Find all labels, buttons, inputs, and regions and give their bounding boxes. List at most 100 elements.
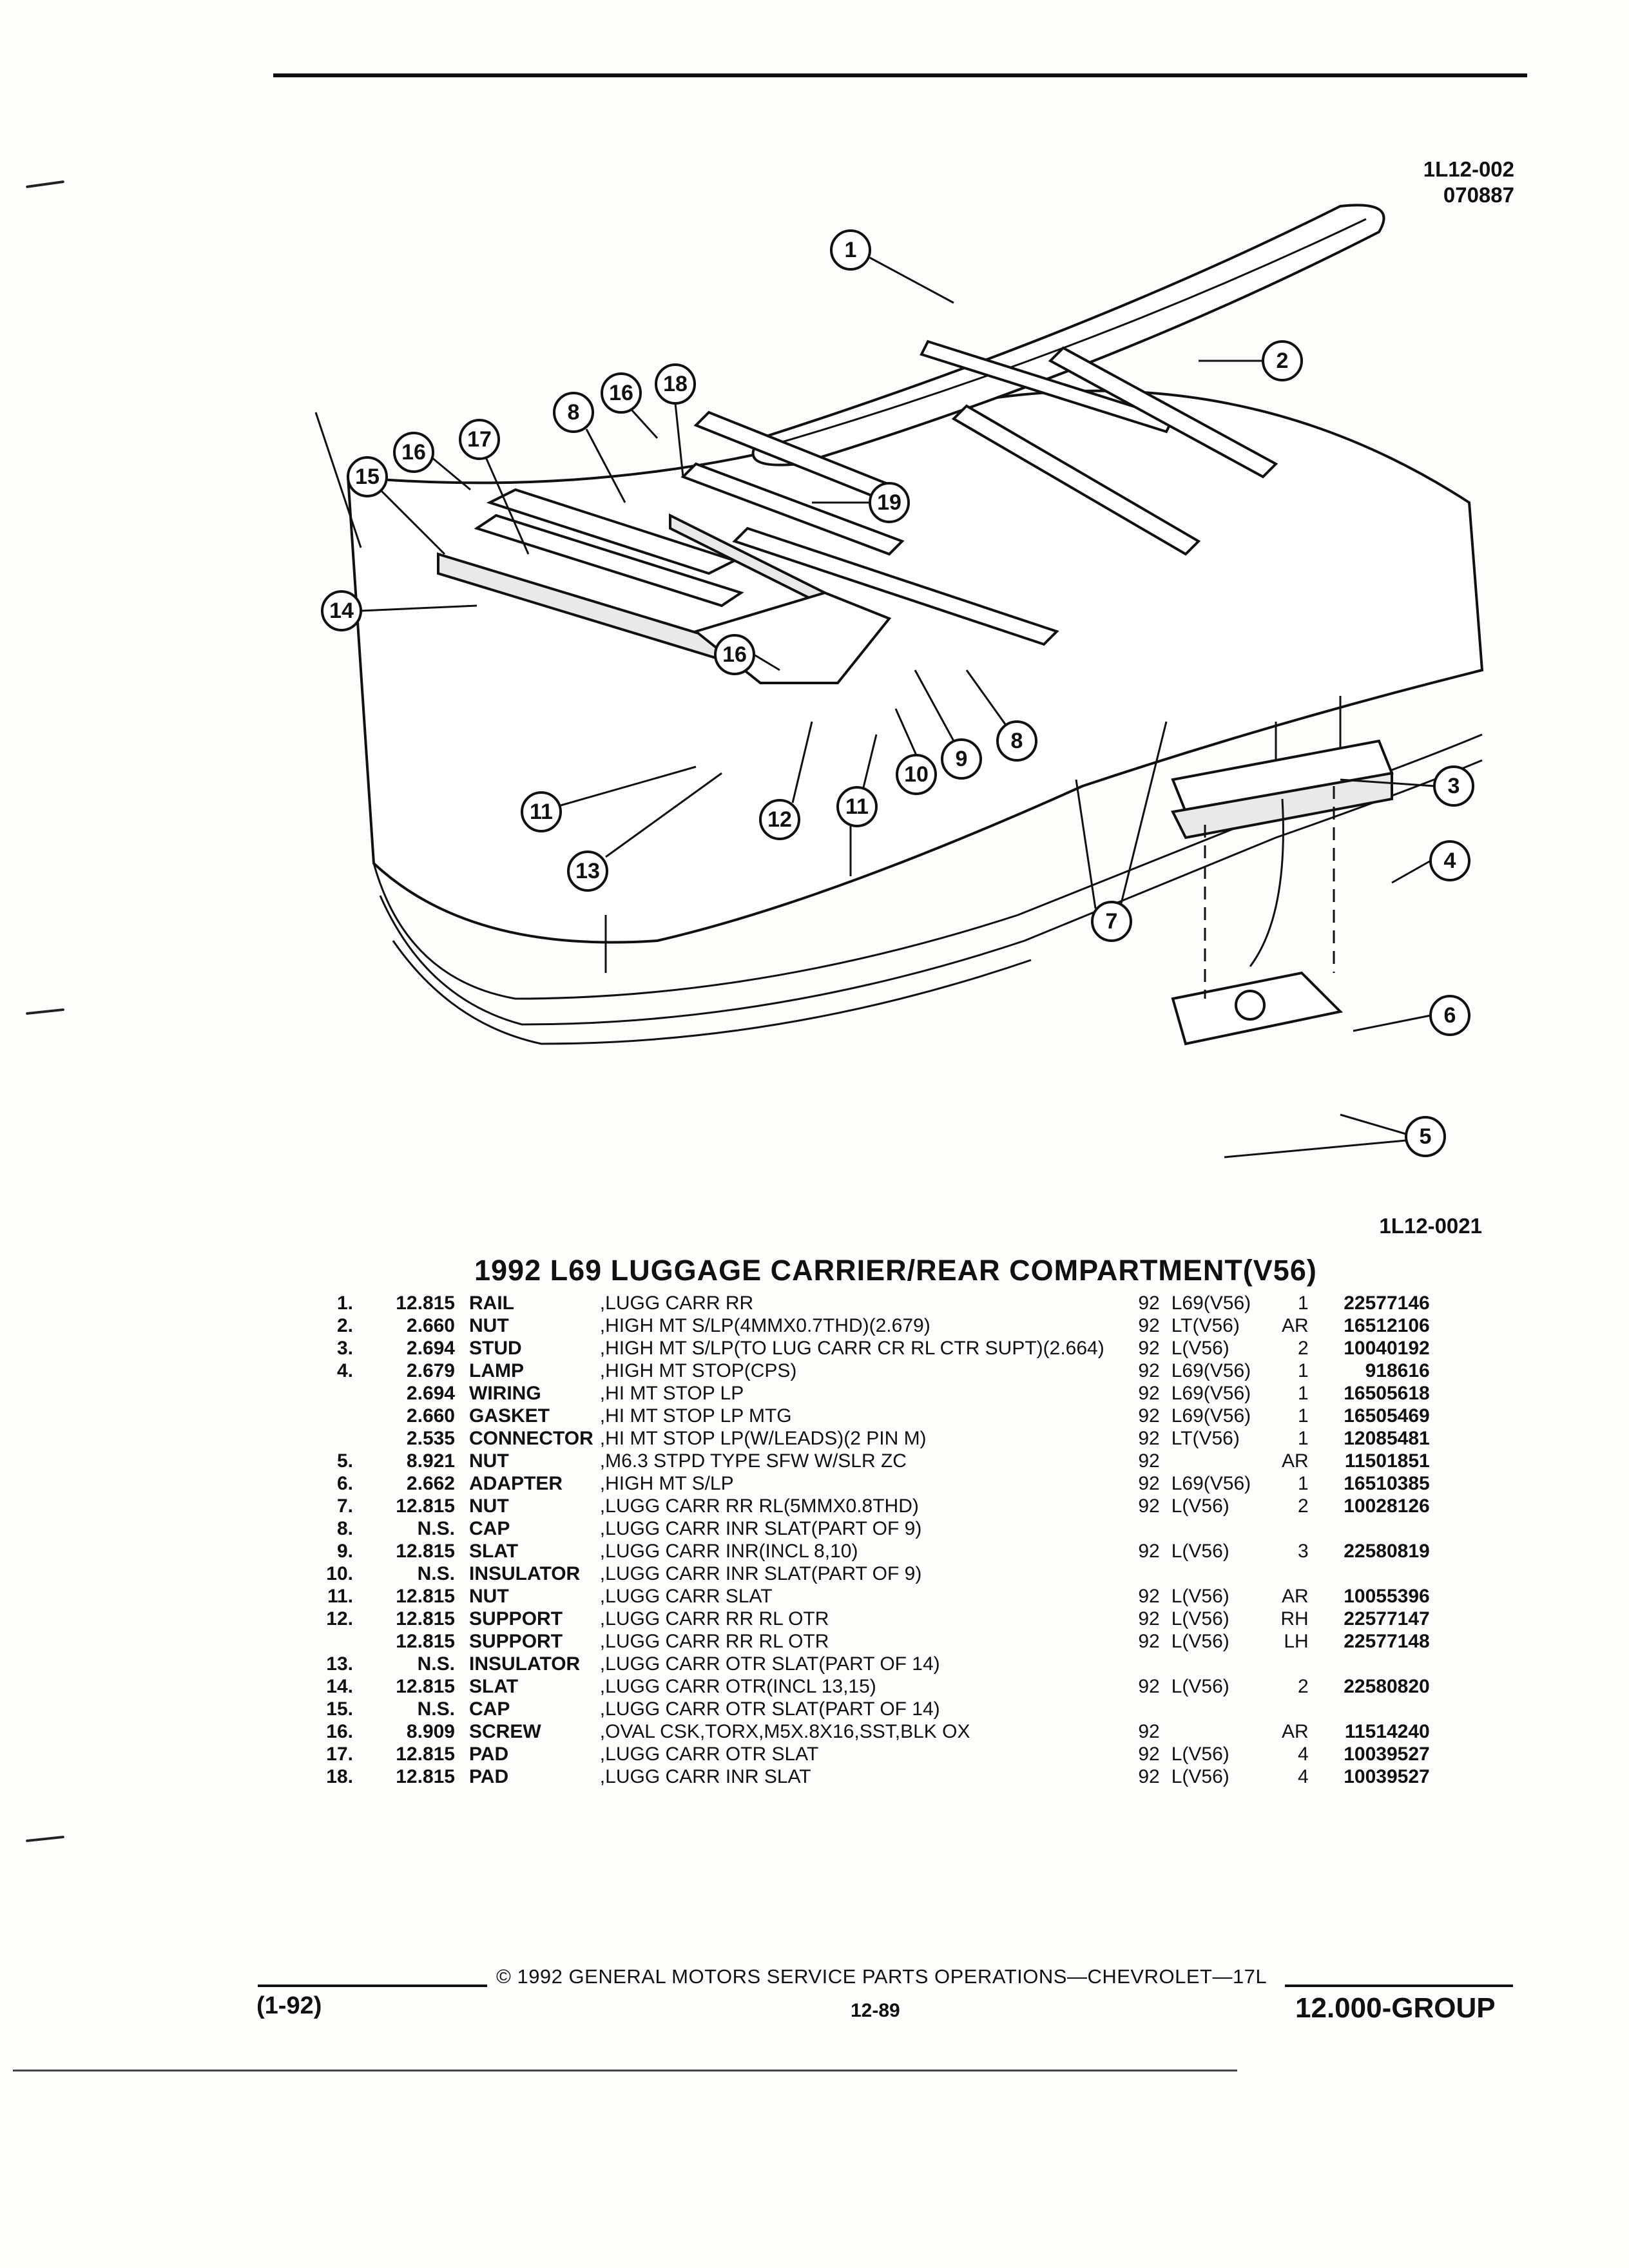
cell-qty: 1 <box>1298 1428 1309 1449</box>
cell-yr: 92 <box>1138 1495 1160 1517</box>
cell-qty: 3 <box>1298 1541 1309 1562</box>
cell-pn: 22577148 <box>1344 1631 1430 1652</box>
cell-yr: 92 <box>1138 1721 1160 1742</box>
cell-idx: 2. <box>336 1315 353 1336</box>
cell-grp: 12.815 <box>396 1676 455 1697</box>
cell-qty <box>1265 1653 1316 1676</box>
section-title: 1992 L69 LUGGAGE CARRIER/REAR COMPARTMEN… <box>474 1254 1317 1287</box>
cell-grp: 2.662 <box>406 1473 455 1494</box>
cell-pn: 22577146 <box>1344 1293 1430 1314</box>
cell-pn <box>1316 1563 1430 1586</box>
callout-12: 12 <box>759 799 800 840</box>
cell-yr: 92 <box>1138 1428 1160 1449</box>
callout-6: 6 <box>1429 995 1470 1036</box>
callout-4: 4 <box>1429 840 1470 881</box>
svg-text:9: 9 <box>956 747 968 771</box>
svg-text:10: 10 <box>904 762 929 787</box>
svg-text:5: 5 <box>1420 1124 1432 1149</box>
cell-idx: 17. <box>326 1744 353 1765</box>
svg-text:19: 19 <box>877 490 901 515</box>
cell-desc: ,HIGH MT STOP(CPS) <box>599 1360 797 1381</box>
callout-8b: 8 <box>996 720 1037 762</box>
callout-16a: 16 <box>601 372 642 414</box>
cell-pn <box>1316 1518 1430 1541</box>
cell-usage: L69(V56) <box>1171 1360 1251 1381</box>
cell-pn: 11514240 <box>1344 1721 1430 1742</box>
cell-pn: 10040192 <box>1344 1338 1430 1359</box>
cell-usage: L(V56) <box>1171 1586 1229 1607</box>
cell-name: GASKET <box>469 1405 550 1427</box>
cell-usage: L(V56) <box>1171 1676 1229 1697</box>
cell-idx: 16. <box>326 1721 353 1742</box>
cell-grp: 12.815 <box>396 1744 455 1765</box>
cell-usage: L(V56) <box>1171 1495 1229 1517</box>
cell-pn: 10028126 <box>1344 1495 1430 1517</box>
cell-idx: 1. <box>336 1293 353 1314</box>
cell-yr: 92 <box>1138 1405 1160 1427</box>
cell-pn: 16505618 <box>1344 1383 1430 1404</box>
svg-text:8: 8 <box>568 400 580 425</box>
figure-code-bottom: 1L12-0021 <box>1379 1214 1482 1238</box>
cell-name: SUPPORT <box>469 1608 563 1629</box>
cell-grp: 2.694 <box>406 1383 455 1404</box>
page-number: 12-89 <box>851 2000 900 2021</box>
svg-text:8: 8 <box>1011 729 1023 753</box>
cell-idx: 4. <box>336 1360 353 1381</box>
callout-2: 2 <box>1262 340 1303 381</box>
cell-desc: ,LUGG CARR INR SLAT(PART OF 9) <box>599 1563 922 1584</box>
cell-usage <box>1171 1518 1265 1541</box>
callout-17: 17 <box>459 419 500 460</box>
cell-name: ADAPTER <box>469 1473 563 1494</box>
svg-text:3: 3 <box>1448 774 1460 798</box>
cell-pn: 10055396 <box>1344 1586 1430 1607</box>
cell-name: STUD <box>469 1338 522 1359</box>
svg-text:2: 2 <box>1277 349 1289 373</box>
cell-usage: L(V56) <box>1171 1744 1229 1765</box>
table-row: 8.N.S.CAP,LUGG CARR INR SLAT(PART OF 9) <box>290 1518 1430 1541</box>
table-row: 10.N.S.INSULATOR,LUGG CARR INR SLAT(PART… <box>290 1563 1430 1586</box>
cell-pn: 10039527 <box>1344 1744 1430 1765</box>
cell-yr: 92 <box>1138 1450 1160 1472</box>
cell-grp: 2.660 <box>406 1405 455 1427</box>
cell-yr <box>1104 1653 1171 1676</box>
binder-mark <box>26 180 64 189</box>
svg-text:15: 15 <box>355 465 380 489</box>
cell-name: SUPPORT <box>469 1631 563 1652</box>
cell-pn: 16512106 <box>1344 1315 1430 1336</box>
cell-pn: 22580819 <box>1344 1541 1430 1562</box>
bottom-rule <box>13 2070 1237 2071</box>
cell-name: LAMP <box>469 1360 524 1381</box>
svg-text:11: 11 <box>530 800 553 824</box>
cell-idx: 11. <box>327 1586 353 1607</box>
cell-yr: 92 <box>1138 1631 1160 1652</box>
cell-qty: 1 <box>1298 1473 1309 1494</box>
cell-qty: 2 <box>1298 1495 1309 1517</box>
cell-idx: 7. <box>336 1495 353 1517</box>
cell-grp: N.S. <box>417 1653 455 1675</box>
callout-1: 1 <box>830 229 871 271</box>
cell-qty <box>1265 1563 1316 1586</box>
cell-name: SLAT <box>469 1676 519 1697</box>
callout-5: 5 <box>1405 1116 1446 1157</box>
cell-desc: ,LUGG CARR SLAT <box>599 1586 773 1607</box>
cell-idx: 3. <box>336 1338 353 1359</box>
cell-grp: 8.921 <box>406 1450 455 1472</box>
svg-text:18: 18 <box>663 372 688 396</box>
cell-yr: 92 <box>1138 1360 1160 1381</box>
svg-text:7: 7 <box>1106 909 1118 934</box>
cell-idx <box>290 1631 353 1653</box>
cell-name: CONNECTOR <box>469 1428 593 1449</box>
cell-grp: 12.815 <box>396 1586 455 1607</box>
cell-desc: ,LUGG CARR OTR SLAT(PART OF 14) <box>599 1698 940 1720</box>
callout-11a: 11 <box>521 791 562 832</box>
cell-yr: 92 <box>1138 1766 1160 1787</box>
svg-text:16: 16 <box>722 642 747 667</box>
